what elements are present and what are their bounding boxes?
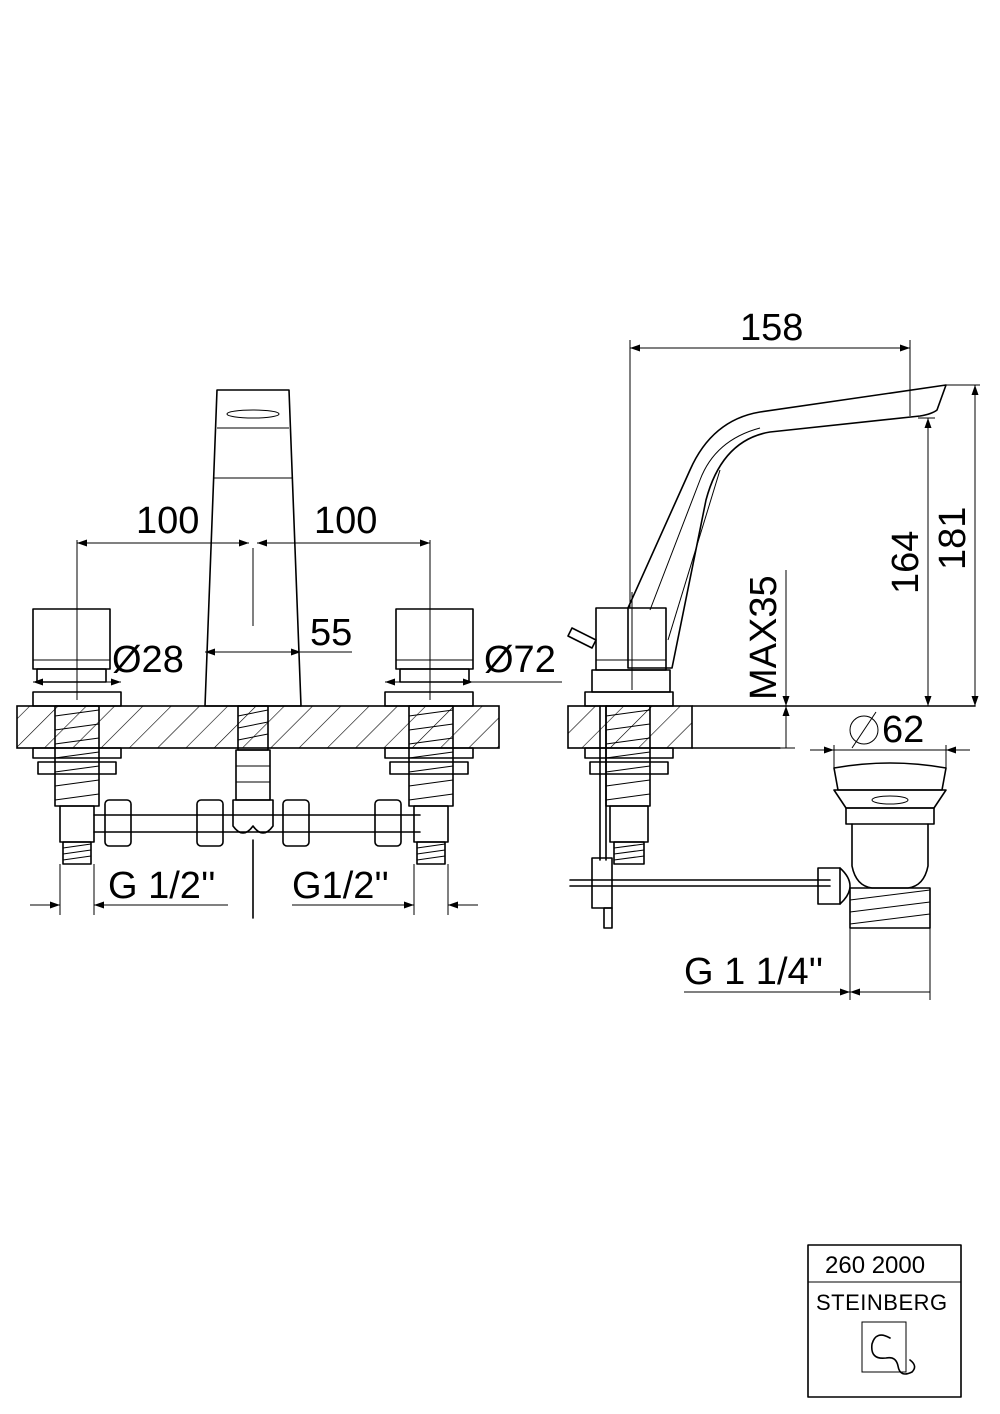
title-block: 260 2000 STEINBERG — [807, 1244, 962, 1398]
side-view: 158 164 181 MAX35 62 G 1 1/4'' — [567, 307, 980, 1000]
dim-handle-diameter: Ø28 — [112, 639, 184, 681]
thread-waste: G 1 1/4'' — [684, 951, 823, 993]
dim-right-spacing: 100 — [314, 500, 377, 542]
thread-right: G1/2'' — [292, 865, 389, 907]
dim-spout-width: 55 — [310, 612, 352, 654]
front-view: 100 100 55 Ø28 Ø72 G 1/2'' G1/2'' — [16, 389, 562, 919]
dim-max-deck: MAX35 — [743, 575, 785, 700]
front-deck-section — [16, 705, 500, 749]
dim-escutcheon-diameter: Ø72 — [484, 639, 556, 681]
front-connection-hoses — [93, 749, 421, 919]
dim-waste-diameter: 62 — [882, 709, 924, 751]
dim-outlet-height: 164 — [885, 531, 927, 594]
dim-total-height: 181 — [932, 507, 974, 570]
front-spout — [204, 389, 302, 707]
dim-left-spacing: 100 — [136, 500, 199, 542]
brand-logo — [861, 1321, 916, 1375]
dim-projection: 158 — [740, 307, 803, 349]
front-dimensions — [30, 539, 562, 915]
front-shanks — [32, 705, 474, 865]
article-number: 260 2000 — [825, 1252, 925, 1279]
brand-name: STEINBERG — [816, 1290, 948, 1315]
side-spout — [627, 384, 947, 669]
thread-left: G 1/2'' — [108, 865, 215, 907]
front-left-handle — [32, 540, 122, 707]
side-dimensions — [629, 340, 980, 1000]
side-waste — [817, 762, 947, 929]
front-right-handle — [384, 540, 474, 707]
